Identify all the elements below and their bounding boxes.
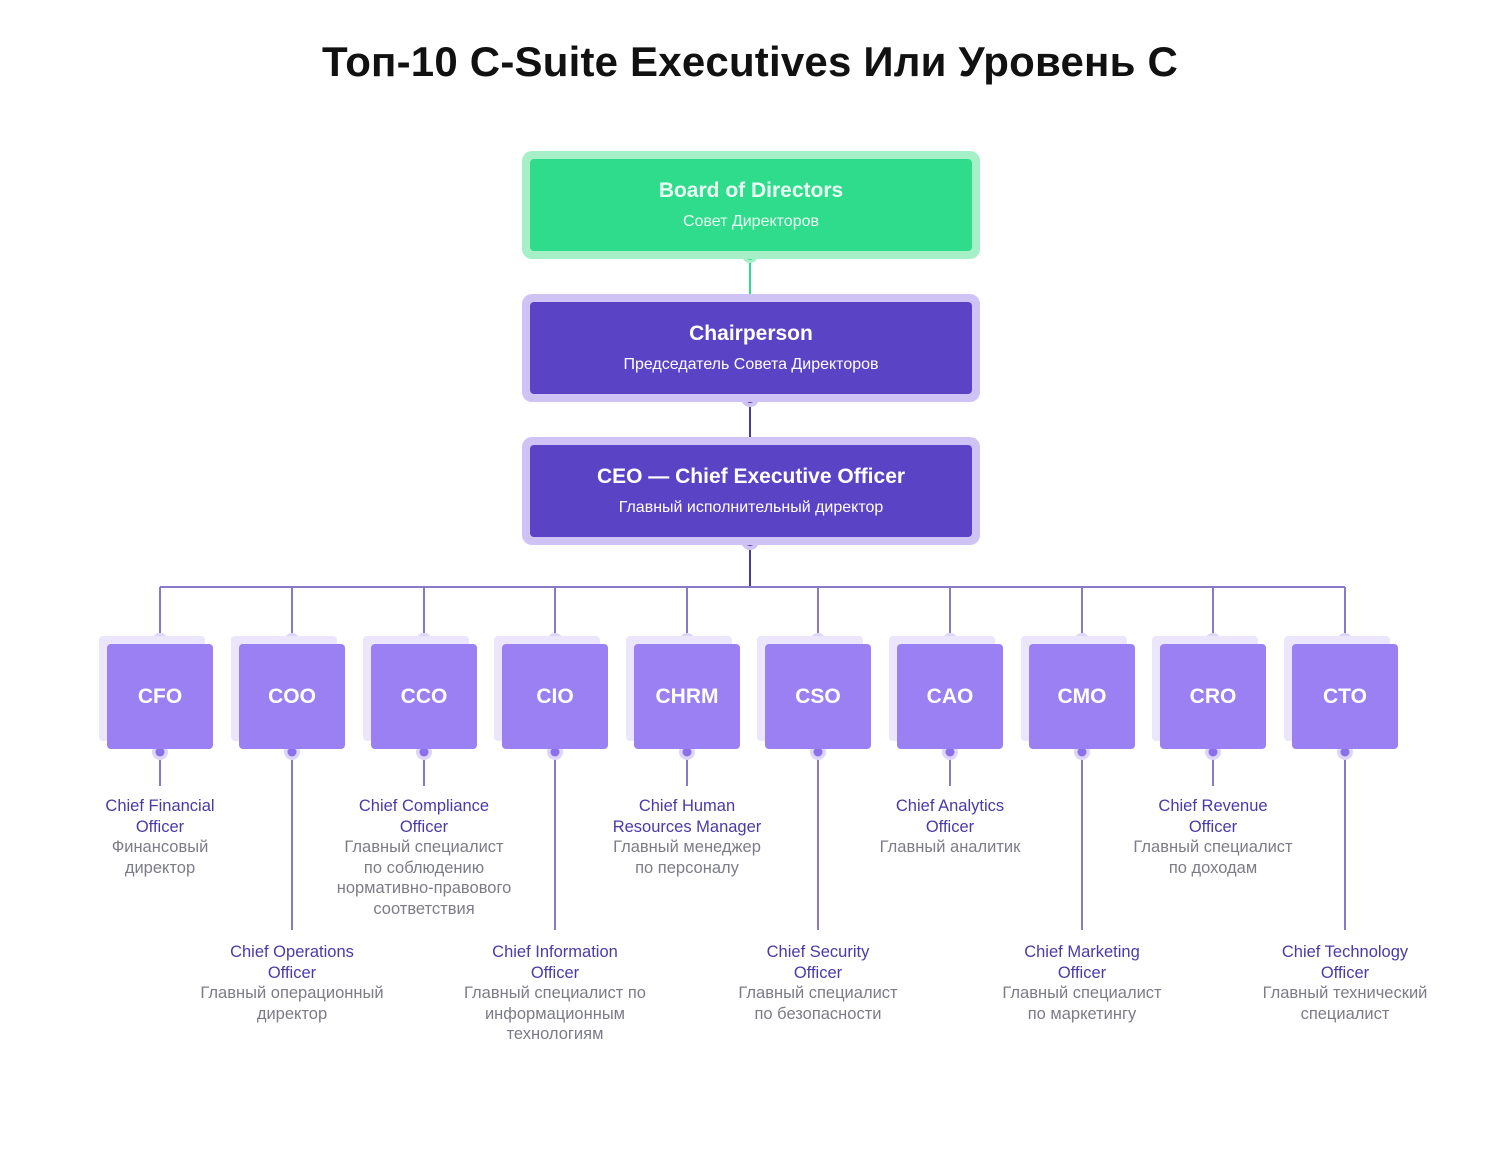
- exec-dot: [1208, 636, 1218, 646]
- exec-title-line: Chief Human: [638, 797, 736, 815]
- exec-box-cro: CRO: [1160, 644, 1266, 749]
- exec-dot: [419, 747, 429, 757]
- exec-translation-line: нормативно-правового: [336, 879, 512, 897]
- exec-title-line: Chief Technology: [1281, 943, 1409, 961]
- ceo-title: CEO — Chief Executive Officer: [596, 465, 906, 488]
- board-subtitle: Совет Директоров: [682, 213, 819, 230]
- exec-box-coo: COO: [239, 644, 345, 749]
- exec-title-line: Resources Manager: [612, 817, 762, 836]
- exec-translation-line: информационным: [484, 1004, 626, 1023]
- exec-title-line: Officer: [530, 963, 580, 982]
- exec-dot: [550, 636, 560, 646]
- exec-box-cmo: CMO: [1029, 644, 1135, 749]
- exec-translation-line: Главный аналитик: [879, 838, 1021, 856]
- exec-translation-line: Главный специалист: [1002, 984, 1162, 1002]
- exec-title-line: Chief Information: [492, 943, 618, 961]
- ceo-box: CEO — Chief Executive Officer Главный ис…: [522, 437, 980, 545]
- exec-title-line: Officer: [399, 817, 449, 836]
- exec-box-cio: CIO: [502, 644, 608, 749]
- exec-translation-line: Главный технический: [1262, 984, 1428, 1002]
- ceo-subtitle: Главный исполнительный директор: [618, 499, 884, 516]
- chair-subtitle: Председатель Совета Директоров: [623, 356, 879, 373]
- exec-title-line: Officer: [793, 963, 843, 982]
- exec-translation-line: директор: [256, 1004, 328, 1023]
- exec-title-line: Officer: [135, 817, 185, 836]
- exec-title-line: Chief Compliance: [358, 797, 490, 815]
- exec-translation-line: Главный специалист: [344, 838, 504, 856]
- exec-dot: [155, 747, 165, 757]
- exec-dot: [682, 747, 692, 757]
- exec-translation-line: по соблюдению: [363, 858, 485, 877]
- exec-dot: [1077, 636, 1087, 646]
- exec-translation-line: по персоналу: [635, 858, 739, 877]
- exec-title-line: Officer: [1320, 963, 1370, 982]
- exec-dot: [682, 636, 692, 646]
- exec-translation-line: Главный специалист: [738, 984, 898, 1002]
- exec-translation-line: Главный специалист: [1133, 838, 1293, 856]
- exec-box-cfo: CFO: [107, 644, 213, 749]
- page-title: Топ-10 C-Suite Executives Или Уровень С: [321, 38, 1179, 85]
- exec-dot: [1340, 636, 1350, 646]
- exec-dot: [287, 747, 297, 757]
- exec-dot: [945, 747, 955, 757]
- board-title: Board of Directors: [658, 179, 844, 202]
- exec-translation-line: директор: [124, 858, 196, 877]
- exec-translation-line: специалист: [1300, 1004, 1390, 1023]
- exec-box-cso: CSO: [765, 644, 871, 749]
- exec-box-cao: CAO: [897, 644, 1003, 749]
- exec-translation-line: по доходам: [1168, 858, 1258, 877]
- exec-translation-line: по маркетингу: [1027, 1004, 1137, 1023]
- exec-translation-line: Главный операционный: [200, 984, 384, 1002]
- exec-dot: [155, 636, 165, 646]
- exec-dot: [1208, 747, 1218, 757]
- exec-translation-line: технологиям: [506, 1025, 604, 1043]
- chairperson-box: Chairperson Председатель Совета Директор…: [522, 294, 980, 402]
- exec-title-line: Officer: [267, 963, 317, 982]
- exec-title-line: Officer: [1057, 963, 1107, 982]
- exec-translation-line: Финансовый: [111, 838, 209, 856]
- exec-box-cco: CCO: [371, 644, 477, 749]
- exec-box-cto: CTO: [1292, 644, 1398, 749]
- exec-title-line: Chief Marketing: [1024, 943, 1140, 961]
- exec-title-line: Officer: [925, 817, 975, 836]
- exec-dot: [945, 636, 955, 646]
- exec-dot: [287, 636, 297, 646]
- exec-title-line: Chief Financial: [105, 797, 215, 815]
- chair-title: Chairperson: [689, 322, 813, 345]
- exec-dot: [419, 636, 429, 646]
- exec-dot: [1077, 747, 1087, 757]
- exec-dot: [813, 636, 823, 646]
- exec-translation-line: соответствия: [373, 899, 475, 918]
- exec-translation-line: Главный специалист по: [464, 984, 646, 1002]
- exec-dot: [550, 747, 560, 757]
- exec-dot: [1340, 747, 1350, 757]
- exec-title-line: Chief Security: [766, 943, 870, 961]
- exec-title-line: Chief Operations: [230, 943, 354, 961]
- board-of-directors-box: Board of Directors Совет Директоров: [522, 151, 980, 259]
- exec-title-line: Officer: [1188, 817, 1238, 836]
- exec-translation-line: по безопасности: [754, 1004, 882, 1023]
- exec-dot: [813, 747, 823, 757]
- exec-title-line: Chief Analytics: [895, 797, 1005, 815]
- exec-title-line: Chief Revenue: [1158, 797, 1268, 815]
- exec-box-chrm: CHRM: [634, 644, 740, 749]
- exec-translation-line: Главный менеджер: [613, 838, 761, 856]
